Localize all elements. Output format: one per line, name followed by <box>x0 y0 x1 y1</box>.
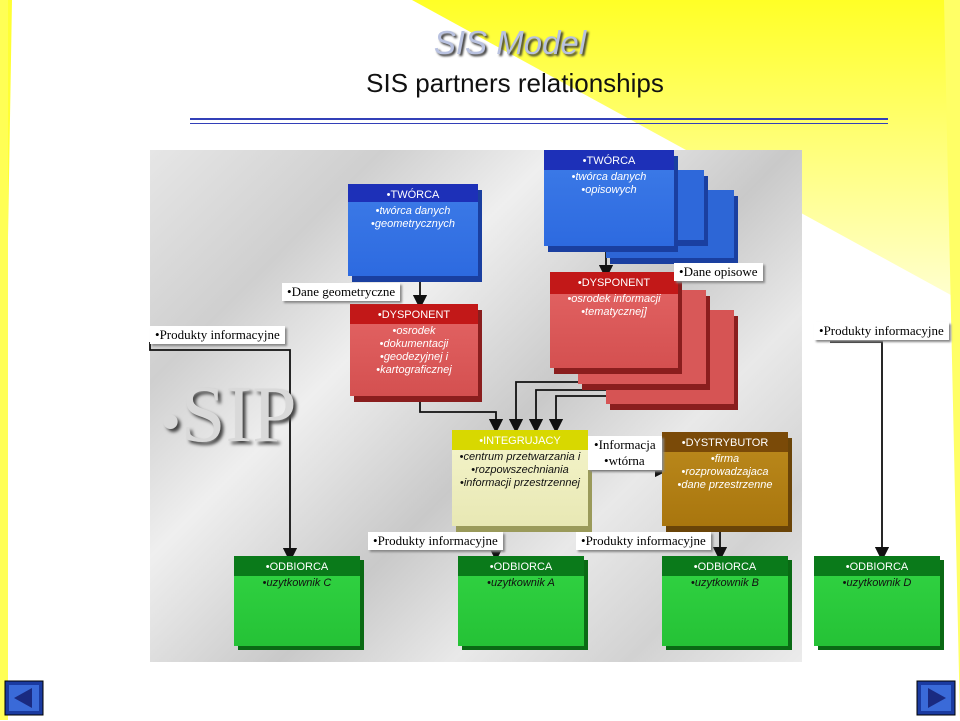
dysponent-geo-line-2: dokumentacji <box>350 338 478 351</box>
dystrybutor-line-3: dane przestrzenne <box>662 479 788 492</box>
integrujacy-line-2: rozpowszechniania <box>452 464 588 477</box>
next-slide-icon[interactable] <box>916 680 956 716</box>
label-produkty-left: Produkty informacyjne <box>150 326 285 344</box>
odbiorca-b-line: uzytkownik B <box>662 577 788 590</box>
tworca-geometryczne-box: TWÓRCA twórca danych geometrycznych <box>348 184 478 276</box>
odbiorca-b-box: ODBIORCA uzytkownik B <box>662 556 788 646</box>
dysponent-tem-head: DYSPONENT <box>550 274 678 293</box>
dysponent-tem-box: DYSPONENT osrodek informacji tematycznej… <box>550 272 678 368</box>
odbiorca-d-head: ODBIORCA <box>814 558 940 577</box>
dysponent-geo-box: DYSPONENT osrodek dokumentacji geodezyjn… <box>350 304 478 396</box>
label-produkty-mid-1: Produkty informacyjne <box>368 532 503 550</box>
tworca-geo-line-2: geometrycznych <box>348 218 478 231</box>
odbiorca-d-box: ODBIORCA uzytkownik D <box>814 556 940 646</box>
odbiorca-b-head: ODBIORCA <box>662 558 788 577</box>
sip-logo-text: SIP <box>160 370 297 461</box>
odbiorca-c-head: ODBIORCA <box>234 558 360 577</box>
dysponent-tem-line-1: osrodek informacji <box>550 293 678 306</box>
label-informacja-wtorna: •Informacja •wtórna <box>588 436 662 470</box>
label-dane-geometryczne: Dane geometryczne <box>282 283 401 301</box>
label-produkty-right: Produkty informacyjne <box>814 322 949 340</box>
tworca-geo-head: TWÓRCA <box>348 186 478 205</box>
integrujacy-head: INTEGRUJACY <box>452 432 588 451</box>
label-produkty-mid-2: Produkty informacyjne <box>576 532 711 550</box>
tworca-geo-line-1: twórca danych <box>348 205 478 218</box>
dystrybutor-line-2: rozprowadzajaca <box>662 466 788 479</box>
tworca-opis-line-1: twórca danych <box>544 171 674 184</box>
odbiorca-a-line: uzytkownik A <box>458 577 584 590</box>
odbiorca-a-box: ODBIORCA uzytkownik A <box>458 556 584 646</box>
integrujacy-line-1: centrum przetwarzania i <box>452 451 588 464</box>
slide-title: SIS Model <box>433 24 587 61</box>
previous-slide-icon[interactable] <box>4 680 44 716</box>
dysponent-geo-line-4: kartograficznej <box>350 364 478 377</box>
title-divider-thin <box>190 123 888 124</box>
dystrybutor-head: DYSTRYBUTOR <box>662 434 788 453</box>
tworca-opis-line-2: opisowych <box>544 184 674 197</box>
odbiorca-a-head: ODBIORCA <box>458 558 584 577</box>
odbiorca-d-line: uzytkownik D <box>814 577 940 590</box>
dysponent-geo-line-3: geodezyjnej i <box>350 351 478 364</box>
integrujacy-box: INTEGRUJACY centrum przetwarzania i rozp… <box>452 430 588 526</box>
label-dane-opisowe: Dane opisowe <box>674 263 763 281</box>
informacja-wtorna-line-2: •wtórna <box>604 453 645 468</box>
dystrybutor-box: DYSTRYBUTOR firma rozprowadzajaca dane p… <box>662 432 788 526</box>
dysponent-geo-line-1: osrodek <box>350 325 478 338</box>
tworca-opis-head: TWÓRCA <box>544 152 674 171</box>
tworca-opis-box: TWÓRCA twórca danych opisowych <box>544 150 674 246</box>
informacja-wtorna-line-1: •Informacja <box>594 437 656 452</box>
title-divider <box>190 118 888 120</box>
dystrybutor-line-1: firma <box>662 453 788 466</box>
dysponent-tem-line-2: tematycznej] <box>550 306 678 319</box>
integrujacy-line-3: informacji przestrzennej <box>452 477 588 490</box>
odbiorca-c-box: ODBIORCA uzytkownik C <box>234 556 360 646</box>
slide-subtitle: SIS partners relationships <box>366 68 664 98</box>
odbiorca-c-line: uzytkownik C <box>234 577 360 590</box>
dysponent-geo-head: DYSPONENT <box>350 306 478 325</box>
